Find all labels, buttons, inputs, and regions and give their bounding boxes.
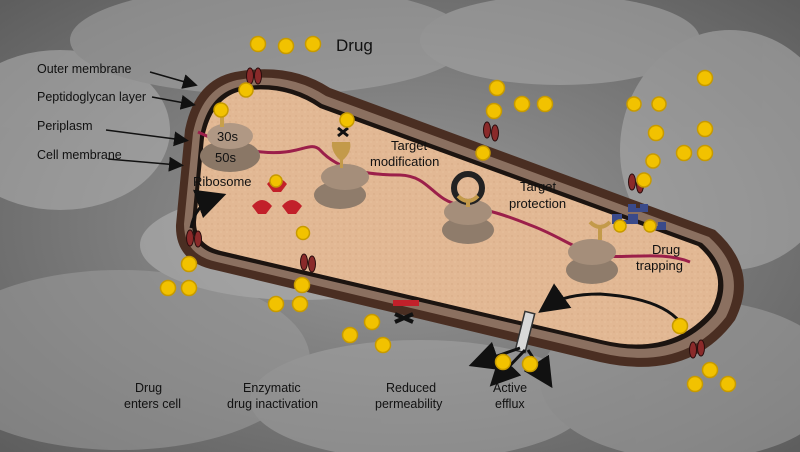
efflux-label-1: Active <box>493 381 527 395</box>
drug-legend-icon <box>249 35 267 53</box>
efflux-pump <box>514 310 536 354</box>
ribosome-main: 30s 50s <box>200 102 260 172</box>
drug-molecules <box>159 35 737 393</box>
drug-legend-label: Drug <box>336 36 373 55</box>
drug-trapping-label-1: Drug <box>652 242 680 257</box>
blocked-porin <box>393 300 419 324</box>
layer-pointer-lines <box>105 71 198 172</box>
enters-label-2: enters cell <box>124 397 181 411</box>
target-modification-label-2: modification <box>370 154 439 169</box>
periplasm-label: Periplasm <box>37 119 93 133</box>
ribosome-target-protection <box>442 171 494 244</box>
outer-membrane-label: Outer membrane <box>37 62 132 76</box>
enters-label-1: Drug <box>135 381 162 395</box>
cell-membrane-label: Cell membrane <box>37 148 122 162</box>
target-protection-label-2: protection <box>509 196 566 211</box>
inactivation-label-1: Enzymatic <box>243 381 301 395</box>
drug-trapping-label-2: trapping <box>636 258 683 273</box>
ribosome-label: Ribosome <box>193 174 252 189</box>
ribosome-drug-trapping <box>566 220 618 284</box>
efflux-label-2: efflux <box>495 397 525 411</box>
target-protection-label-1: Target <box>520 179 557 194</box>
target-modification-label-1: Target <box>391 138 428 153</box>
ribosome-30s-label: 30s <box>217 129 238 144</box>
ribosome-target-modification <box>314 112 369 209</box>
inactivation-label-2: drug inactivation <box>227 397 318 411</box>
ribosome-50s-label: 50s <box>215 150 236 165</box>
peptidoglycan-label: Peptidoglycan layer <box>37 90 146 104</box>
permeability-label-1: Reduced <box>386 381 436 395</box>
permeability-label-2: permeability <box>375 397 443 411</box>
